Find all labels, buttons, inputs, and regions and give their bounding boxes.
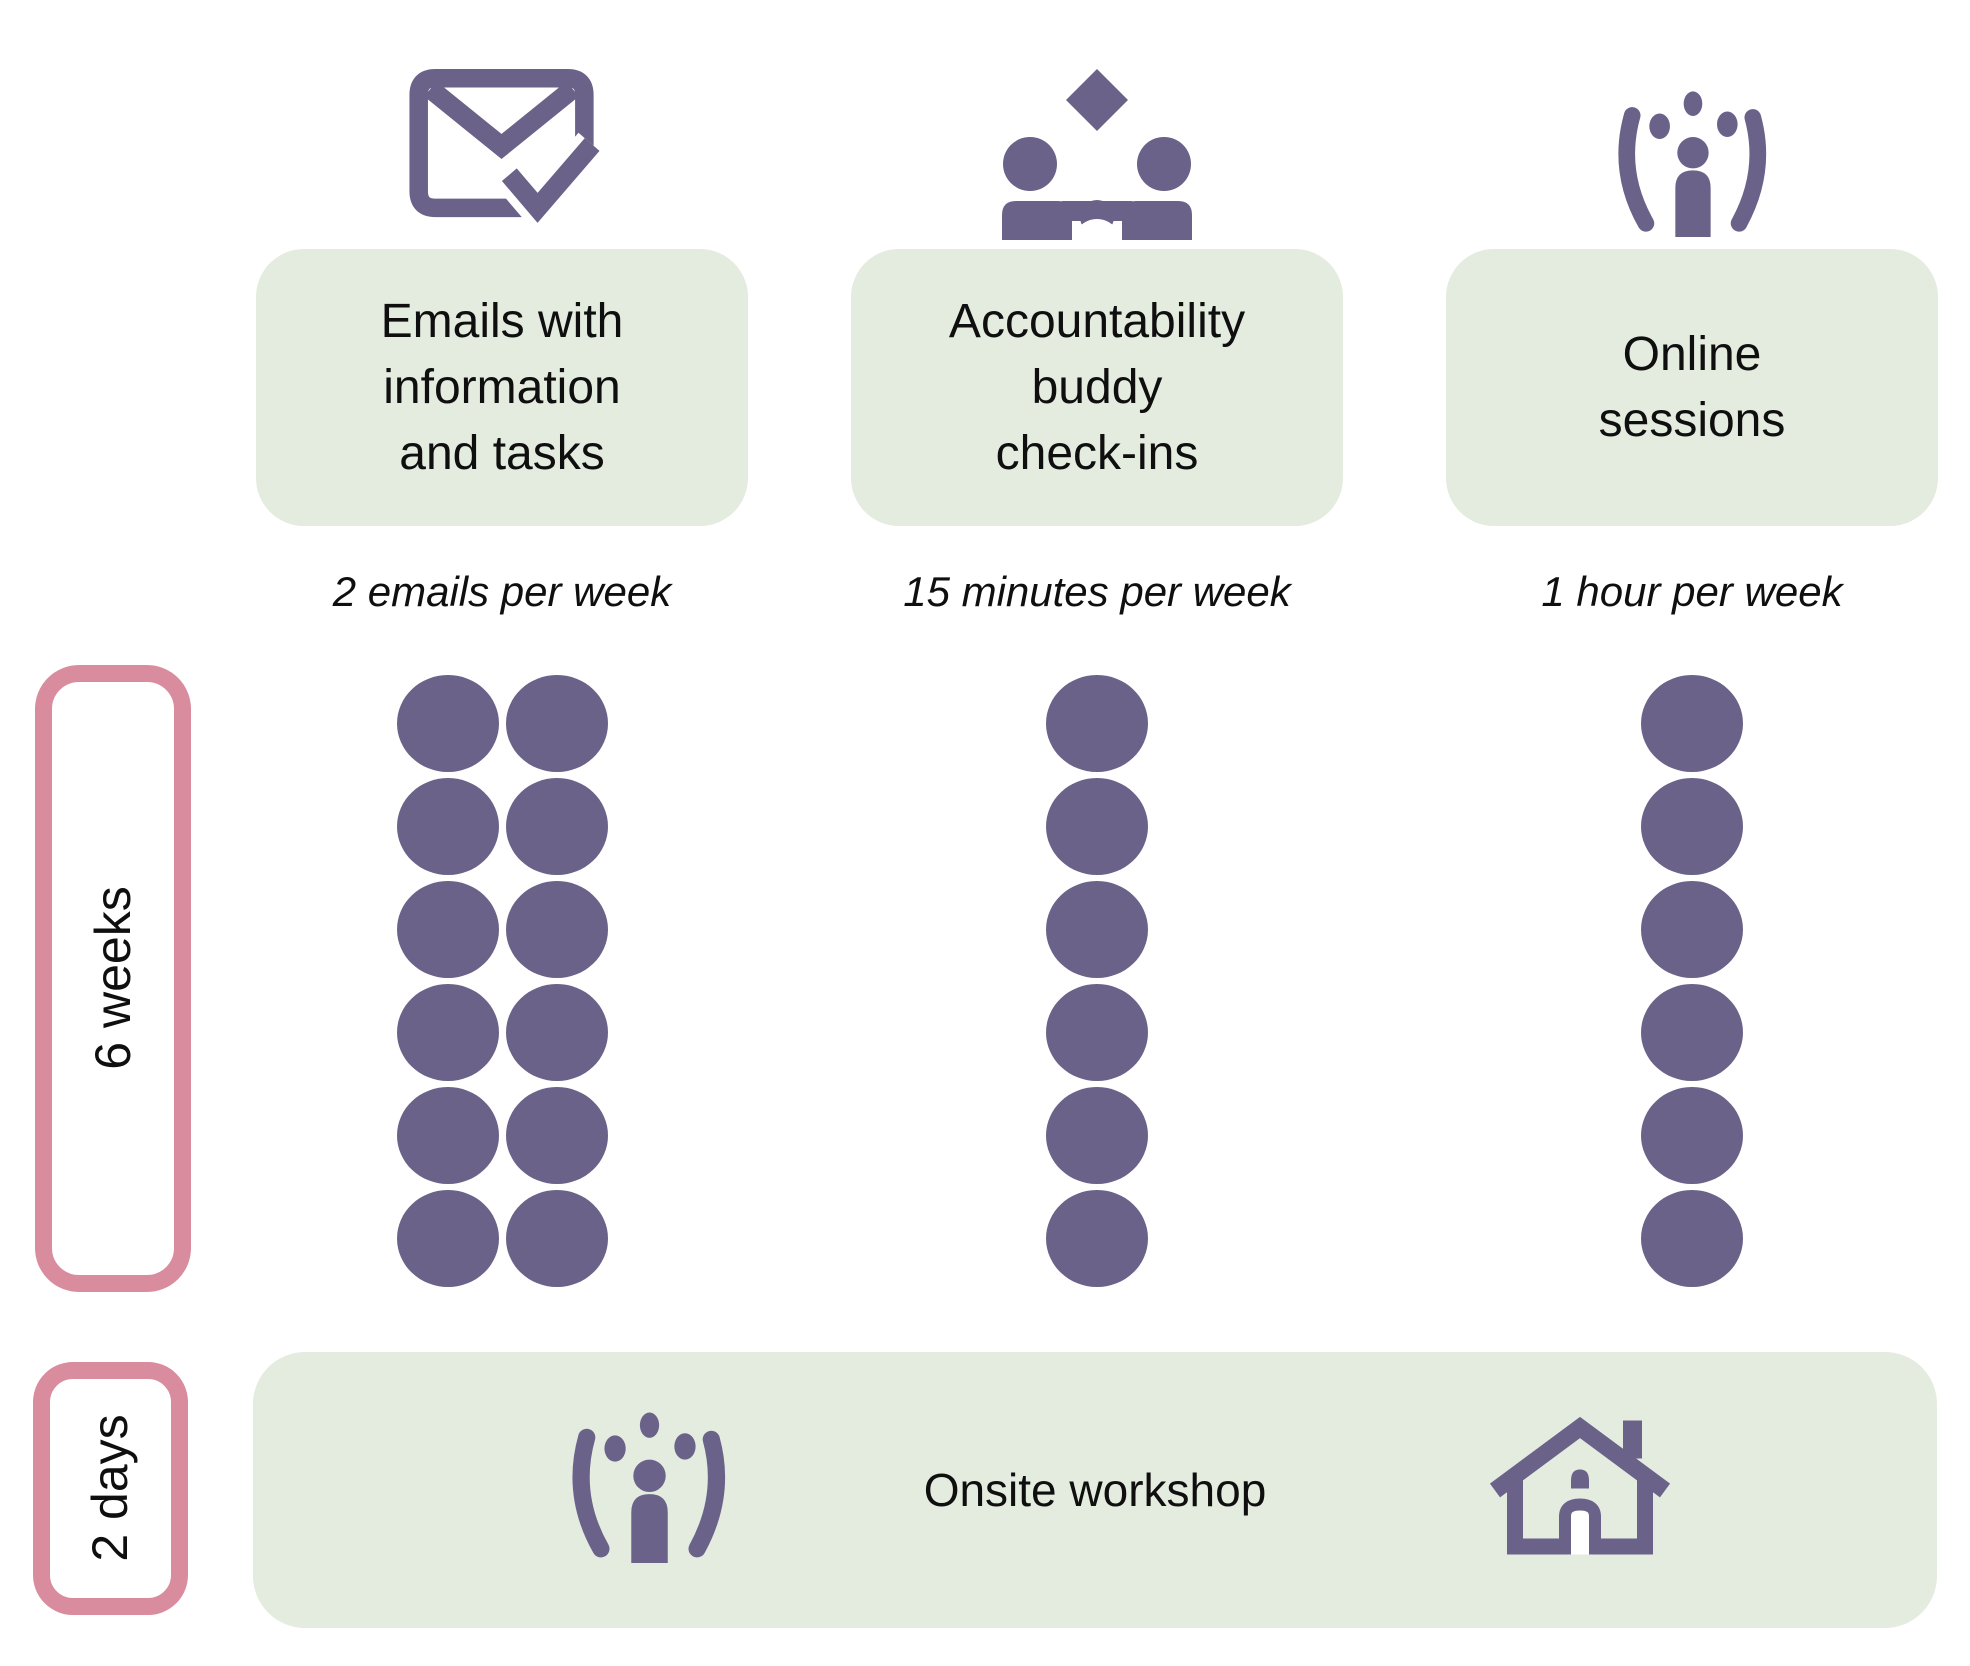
- week-dot: [505, 1087, 608, 1184]
- card-buddy-title: Accountability buddy check-ins: [948, 294, 1246, 480]
- week-row: [1641, 1190, 1743, 1287]
- week-dot: [396, 984, 499, 1081]
- card-online-title: Online sessions: [1598, 327, 1786, 447]
- week-dot: [1046, 881, 1148, 978]
- week-dot: [1641, 1190, 1743, 1287]
- week-dot: [1641, 881, 1743, 978]
- buddy-frequency-label: 15 minutes per week: [903, 568, 1291, 615]
- column-online: Online sessions 1 hour per week: [1446, 0, 1938, 1666]
- column-emails: Emails with information and tasks 2 emai…: [256, 0, 748, 1666]
- week-row: [1641, 675, 1743, 772]
- week-row: [1046, 984, 1148, 1081]
- week-dot: [1641, 675, 1743, 772]
- week-row: [396, 778, 608, 875]
- week-row: [396, 1087, 608, 1184]
- week-dot: [1641, 1087, 1743, 1184]
- week-row: [1046, 675, 1148, 772]
- emails-week-dots: [256, 675, 748, 1287]
- week-row: [396, 984, 608, 1081]
- card-online: Online sessions: [1446, 249, 1938, 526]
- column-buddy: Accountability buddy check-ins 15 minute…: [851, 0, 1343, 1666]
- week-row: [396, 1190, 608, 1287]
- two-days-label: 2 days: [82, 1414, 138, 1562]
- six-weeks-label: 6 weeks: [85, 886, 141, 1070]
- card-buddy: Accountability buddy check-ins: [851, 249, 1343, 526]
- email-check-icon: [256, 40, 748, 240]
- week-dot: [396, 778, 499, 875]
- week-dot: [1046, 984, 1148, 1081]
- card-emails-title: Emails with information and tasks: [380, 294, 624, 480]
- community-icon: [1446, 40, 1938, 240]
- week-dot: [505, 675, 608, 772]
- week-row: [1641, 778, 1743, 875]
- week-row: [396, 675, 608, 772]
- six-weeks-bracket: [35, 665, 191, 1292]
- community-icon: [561, 1409, 736, 1571]
- week-row: [1641, 881, 1743, 978]
- week-dot: [1641, 984, 1743, 1081]
- emails-frequency-label: 2 emails per week: [332, 568, 672, 615]
- buddy-week-dots: [851, 675, 1343, 1287]
- online-week-dots: [1446, 675, 1938, 1287]
- week-dot: [396, 1190, 499, 1287]
- online-frequency-label: 1 hour per week: [1541, 568, 1843, 615]
- workshop-label: Onsite workshop: [923, 1464, 1267, 1516]
- week-row: [396, 881, 608, 978]
- week-dot: [1046, 675, 1148, 772]
- week-dot: [1046, 1087, 1148, 1184]
- week-row: [1641, 984, 1743, 1081]
- week-dot: [505, 984, 608, 1081]
- week-dot: [505, 881, 608, 978]
- week-dot: [1046, 778, 1148, 875]
- week-row: [1046, 1087, 1148, 1184]
- week-dot: [1046, 1190, 1148, 1287]
- week-row: [1046, 778, 1148, 875]
- card-emails: Emails with information and tasks: [256, 249, 748, 526]
- week-row: [1046, 881, 1148, 978]
- two-days-bracket: [33, 1362, 188, 1615]
- week-dot: [396, 881, 499, 978]
- week-dot: [396, 675, 499, 772]
- week-row: [1641, 1087, 1743, 1184]
- onsite-workshop-banner: Onsite workshop: [253, 1352, 1937, 1628]
- week-dot: [1641, 778, 1743, 875]
- week-dot: [505, 778, 608, 875]
- week-dot: [396, 1087, 499, 1184]
- house-icon: [1485, 1413, 1675, 1568]
- buddy-checkin-icon: [851, 40, 1343, 240]
- week-row: [1046, 1190, 1148, 1287]
- week-dot: [505, 1190, 608, 1287]
